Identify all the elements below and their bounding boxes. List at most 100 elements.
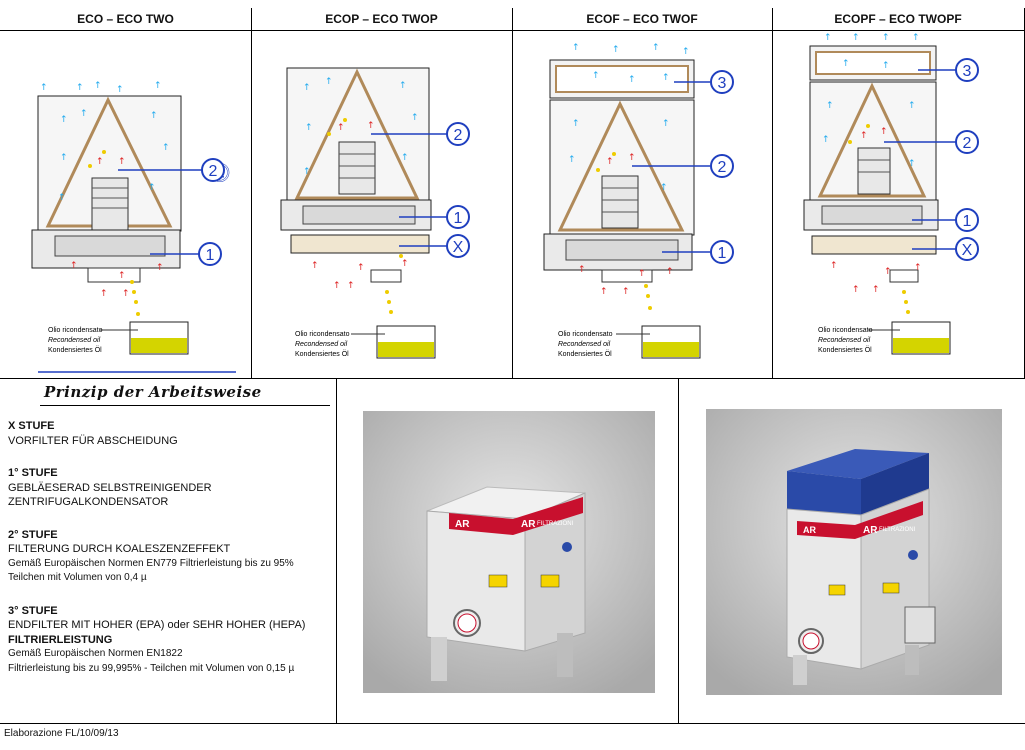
svg-text:↑: ↑ [652,43,660,53]
svg-text:↑: ↑ [311,261,319,271]
stage-x: X STUFE VORFILTER FÜR ABSCHEIDUNG [8,420,178,447]
diagram-column-eco: ECO – ECO TWO ⓶ 2 1 ↑↑↑↑ ↑↑ [0,8,252,378]
svg-text:2: 2 [209,163,218,180]
svg-text:↑: ↑ [914,263,922,273]
svg-text:↑: ↑ [401,153,409,163]
svg-text:↑: ↑ [882,61,890,71]
svg-text:↑: ↑ [58,193,66,203]
principle-title: Prinzip der Arbeitsweise [44,383,262,401]
marker-1: 1 [955,208,979,232]
diagram-column-ecof: ECOF – ECO TWOF 3 2 [512,8,773,378]
svg-text:Recondensed oil: Recondensed oil [48,337,101,344]
stage-1: 1° STUFE GEBLÄESERAD SELBSTREINIGENDER Z… [8,467,212,508]
diagram-column-ecopf: ECOPF – ECO TWOPF 3 2 [772,8,1025,378]
svg-text:Kondensiertes Öl: Kondensiertes Öl [558,350,612,358]
column-title: ECOP – ECO TWOP [251,8,512,31]
diagram-row: ECO – ECO TWO ⓶ 2 1 ↑↑↑↑ ↑↑ [0,8,1025,378]
svg-text:↑: ↑ [162,143,170,153]
marker-3: 3 [955,58,979,82]
svg-text:FILTRAZIONI: FILTRAZIONI [879,527,916,533]
marker-3: 3 [710,70,734,94]
product-photo-eco: AR AR FILTRAZIONI [337,379,679,724]
svg-text:↑: ↑ [60,115,68,125]
principle-panel: Prinzip der Arbeitsweise X STUFE VORFILT… [0,379,337,724]
svg-text:↑: ↑ [96,157,104,167]
marker-2: 2 [955,130,979,154]
svg-text:↑: ↑ [70,261,78,271]
svg-text:Olio ricondensato: Olio ricondensato [295,331,350,338]
svg-text:↑: ↑ [826,101,834,111]
bottom-row: Prinzip der Arbeitsweise X STUFE VORFILT… [0,378,1025,724]
svg-text:↑: ↑ [822,135,830,145]
svg-text:↑: ↑ [303,167,311,177]
marker-x: X [446,234,470,258]
diagram-column-ecop: ECOP – ECO TWOP 2 1 [251,8,513,378]
svg-text:↑: ↑ [592,71,600,81]
svg-text:↑: ↑ [662,73,670,83]
svg-text:↑: ↑ [628,75,636,85]
svg-text:X: X [453,239,464,256]
svg-text:↑: ↑ [122,289,130,299]
svg-text:Recondensed oil: Recondensed oil [558,341,611,348]
svg-text:Olio ricondensato: Olio ricondensato [48,327,103,334]
svg-text:↑: ↑ [148,183,156,193]
column-title: ECOPF – ECO TWOPF [772,8,1024,31]
svg-text:↑: ↑ [660,183,668,193]
svg-text:↑: ↑ [578,265,586,275]
svg-text:2: 2 [963,135,972,152]
svg-text:↑: ↑ [60,153,68,163]
svg-text:↑: ↑ [357,263,365,273]
title-underline [40,405,330,406]
marker-1: 1 [446,205,470,229]
svg-text:↑: ↑ [76,83,84,93]
svg-text:X: X [962,242,973,259]
footer-text: Elaborazione FL/10/09/13 [4,728,119,739]
stage-3: 3° STUFE ENDFILTER MIT HOHER (EPA) oder … [8,604,306,674]
svg-text:3: 3 [718,75,727,92]
svg-text:↑: ↑ [908,159,916,169]
footer-divider [0,723,1025,724]
svg-text:AR: AR [521,519,536,530]
svg-text:↑: ↑ [116,85,124,95]
ecof-diagram: 3 2 1 ↑↑↑↑ ↑↑↑ ↑↑↑↑ ↑↑↑↑ ↑↑↑ [543,43,734,359]
svg-text:↑: ↑ [305,123,313,133]
stage-list: X STUFE VORFILTER FÜR ABSCHEIDUNG 1° STU… [8,419,333,688]
svg-text:2: 2 [718,159,727,176]
svg-text:↑: ↑ [852,285,860,295]
ecop-diagram: 2 1 X ↑↑↑↑ ↑↑↑ ↑↑↑↑ ↑↑↑ [280,67,470,359]
marker-1: 1 [198,242,222,266]
svg-text:↑: ↑ [100,289,108,299]
svg-text:↑: ↑ [830,261,838,271]
svg-text:↑: ↑ [606,157,614,167]
svg-text:↑: ↑ [662,119,670,129]
svg-text:↑: ↑ [852,33,860,43]
svg-text:↑: ↑ [367,121,375,131]
svg-text:↑: ↑ [908,101,916,111]
svg-text:↑: ↑ [882,33,890,43]
svg-text:Olio ricondensato: Olio ricondensato [558,331,613,338]
marker-1: 1 [710,240,734,264]
svg-text:AR: AR [863,525,878,536]
product-photo-ecopf: AR AR FILTRAZIONI [679,379,1025,724]
svg-text:↑: ↑ [682,47,690,57]
column-title: ECO – ECO TWO [0,8,251,31]
svg-text:↑: ↑ [347,281,355,291]
svg-text:↑: ↑ [118,157,126,167]
svg-text:FILTRAZIONI: FILTRAZIONI [537,521,574,527]
svg-text:↑: ↑ [572,119,580,129]
product-image: AR AR FILTRAZIONI [706,409,1002,695]
svg-text:Olio ricondensato: Olio ricondensato [818,327,873,334]
svg-text:↑: ↑ [118,271,126,281]
svg-text:↑: ↑ [325,77,333,87]
svg-text:↑: ↑ [333,281,341,291]
svg-text:↑: ↑ [872,285,880,295]
stage-2: 2° STUFE FILTERUNG DURCH KOALESZENZEFFEK… [8,528,294,584]
svg-text:↑: ↑ [568,155,576,165]
svg-text:↑: ↑ [860,131,868,141]
svg-text:↑: ↑ [156,263,164,273]
svg-text:↑: ↑ [612,45,620,55]
svg-text:↑: ↑ [154,81,162,91]
eco-diagram: ⓶ 2 1 ↑↑↑↑ ↑↑↑↑ ↑↑↑↑ ↑↑↑↑ ↑↑↑ [31,81,236,373]
svg-text:↑: ↑ [622,287,630,297]
svg-text:↑: ↑ [40,83,48,93]
